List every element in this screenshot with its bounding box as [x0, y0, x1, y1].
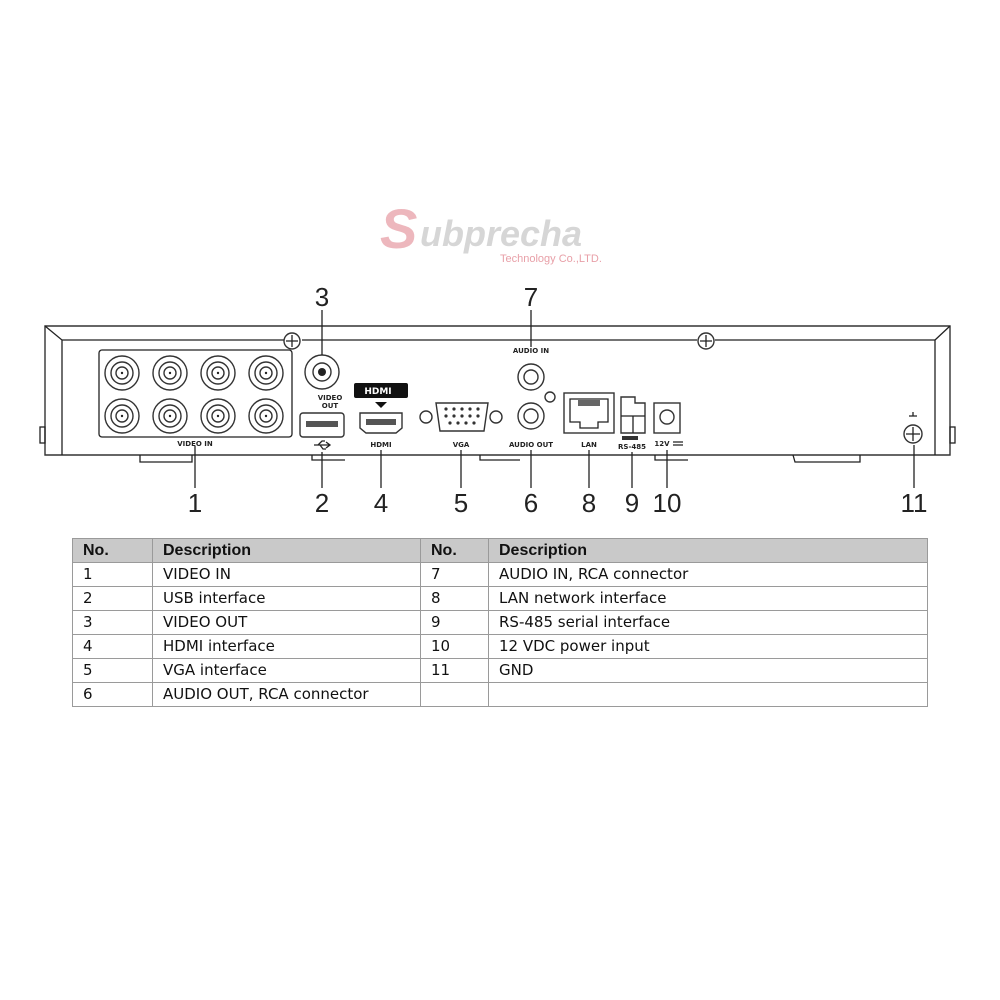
- column-header: No.: [72, 538, 153, 563]
- vga-pin: [472, 421, 476, 425]
- screw-icon: [697, 332, 715, 350]
- vga-pin: [452, 414, 456, 418]
- column-header: No.: [420, 538, 489, 563]
- table-cell: 10: [420, 634, 489, 659]
- callout-number: 8: [582, 488, 596, 518]
- vga-pin: [452, 407, 456, 411]
- table-cell: VIDEO OUT: [152, 610, 421, 635]
- bnc-connector: [200, 355, 236, 391]
- callout-number: 7: [524, 282, 538, 312]
- video-out-label: OUT: [322, 402, 339, 410]
- hdmi-label: HDMI: [370, 441, 391, 449]
- vga-pin: [464, 421, 468, 425]
- table-cell: 12 VDC power input: [488, 634, 928, 659]
- table-cell: VGA interface: [152, 658, 421, 683]
- table-cell: 6: [72, 682, 153, 707]
- audio-out-rca: AUDIO OUT: [509, 402, 553, 449]
- table-cell: AUDIO IN, RCA connector: [488, 562, 928, 587]
- column-header: Description: [152, 538, 421, 563]
- callout-number: 5: [454, 488, 468, 518]
- screw-icon: [544, 391, 556, 403]
- vga-pin: [444, 414, 448, 418]
- table-cell: 5: [72, 658, 153, 683]
- table-cell: 4: [72, 634, 153, 659]
- table-cell: 11: [420, 658, 489, 683]
- bnc-connector: [104, 398, 140, 434]
- table-cell: VIDEO IN: [152, 562, 421, 587]
- table-cell: GND: [488, 658, 928, 683]
- vga-label: VGA: [453, 441, 470, 449]
- callout-number: 11: [901, 488, 928, 518]
- table-cell: [488, 682, 928, 707]
- video-in-label: VIDEO IN: [177, 440, 213, 448]
- hdmi-port: HDMI HDMI: [354, 383, 408, 449]
- table-cell: RS-485 serial interface: [488, 610, 928, 635]
- table-cell: AUDIO OUT, RCA connector: [152, 682, 421, 707]
- vga-port: VGA: [419, 402, 503, 449]
- vga-pin: [476, 407, 480, 411]
- vga-pin: [468, 407, 472, 411]
- hdmi-logo: HDMI: [364, 387, 391, 397]
- table-cell: [420, 682, 489, 707]
- usb-port: [299, 412, 345, 450]
- table-cell: HDMI interface: [152, 634, 421, 659]
- bnc-connector: [104, 355, 140, 391]
- callout-number: 1: [188, 488, 202, 518]
- table-cell: LAN network interface: [488, 586, 928, 611]
- vga-pin: [476, 414, 480, 418]
- lan-label: LAN: [581, 441, 597, 449]
- rs485-label: RS-485: [618, 443, 646, 451]
- video-out-label: VIDEO: [318, 394, 343, 402]
- callout-number: 4: [374, 488, 388, 518]
- vga-pin: [468, 414, 472, 418]
- audio-in-label: AUDIO IN: [513, 347, 549, 355]
- gnd-screw-icon: [903, 412, 923, 444]
- vga-pin: [460, 407, 464, 411]
- callout-number: 9: [625, 488, 639, 518]
- bnc-connector: [248, 398, 284, 434]
- screw-icon: [283, 332, 301, 350]
- bnc-connector: [248, 355, 284, 391]
- table-cell: 9: [420, 610, 489, 635]
- callout-number: 6: [524, 488, 538, 518]
- vga-pin: [456, 421, 460, 425]
- power-input: 12V: [653, 402, 683, 448]
- bnc-connector: [152, 398, 188, 434]
- callout-number: 2: [315, 488, 329, 518]
- table-cell: 7: [420, 562, 489, 587]
- lan-port: LAN: [563, 392, 615, 449]
- column-header: Description: [488, 538, 928, 563]
- power-label: 12V: [654, 440, 670, 448]
- bnc-connector: [152, 355, 188, 391]
- table-cell: 2: [72, 586, 153, 611]
- audio-in-rca: AUDIO IN: [513, 347, 549, 391]
- table-cell: 1: [72, 562, 153, 587]
- usb-icon: [314, 440, 332, 450]
- video-in-bnc-group: VIDEO IN: [98, 349, 293, 448]
- table-cell: 3: [72, 610, 153, 635]
- bnc-connector: [200, 398, 236, 434]
- vga-pin: [460, 414, 464, 418]
- rs485-terminal: RS-485: [618, 396, 646, 451]
- callout-number: 3: [315, 282, 329, 312]
- vga-pin: [444, 407, 448, 411]
- vga-pin: [448, 421, 452, 425]
- callout-number: 10: [653, 488, 682, 518]
- table-cell: 8: [420, 586, 489, 611]
- audio-out-label: AUDIO OUT: [509, 441, 553, 449]
- table-cell: USB interface: [152, 586, 421, 611]
